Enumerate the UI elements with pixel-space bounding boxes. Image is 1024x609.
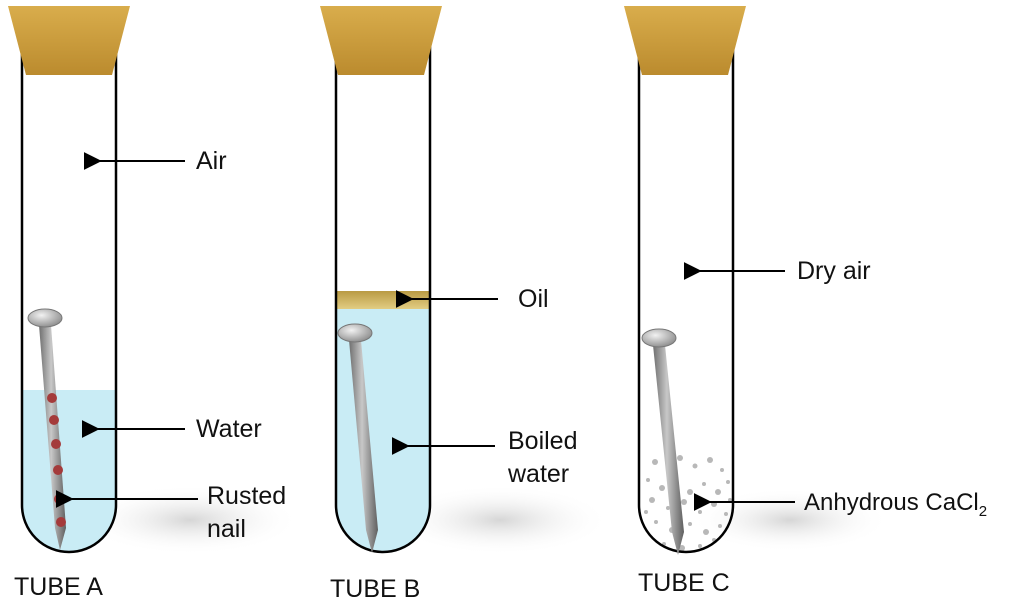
tube-a: Air Water Rusted nail TUBE A [8,6,300,601]
boiled-water-label-b: Boiled water [507,427,584,488]
rusted-nail-label-a: Rusted nail [207,482,293,543]
anhydrous-cacl2-subscript: 2 [979,503,987,520]
tube-b-nail [337,323,378,553]
anhydrous-cacl2-main: Anhydrous CaCl [804,489,979,516]
air-label-a: Air [196,147,227,175]
boiled-water-line1: Boiled [508,427,578,455]
tube-b-glass [334,40,432,554]
tube-b-nail-head [337,323,373,343]
tube-b-title: TUBE B [330,575,420,603]
tube-b: Oil Boiled water TUBE B [320,6,610,603]
anhydrous-cacl2-granules [644,455,732,551]
dry-air-label-c: Dry air [797,257,871,285]
tube-a-stopper [8,6,130,75]
tube-a-shadow [80,485,300,555]
tube-c-shadow [690,488,890,552]
tube-a-nail-head [27,308,63,328]
tube-b-shadow [390,485,610,555]
water-label-a: Water [196,415,262,443]
rusted-nail-line2: nail [207,515,246,543]
rusted-nail-line1: Rusted [207,482,286,510]
tube-c: Dry air Anhydrous CaCl2 TUBE C [624,6,987,597]
tube-a-water [22,390,116,552]
tube-b-stopper [320,6,442,75]
anhydrous-cacl2-label-c: Anhydrous CaCl2 [804,489,987,520]
tube-c-glass [637,40,735,554]
tube-c-nail-head [641,328,677,348]
tube-c-nail [641,328,684,555]
tube-c-stopper [624,6,746,75]
oil-label-b: Oil [518,285,549,313]
tube-a-glass [20,40,118,554]
boiled-water-line2: water [507,460,569,488]
tube-a-title: TUBE A [14,573,103,601]
tube-c-title: TUBE C [638,569,730,597]
